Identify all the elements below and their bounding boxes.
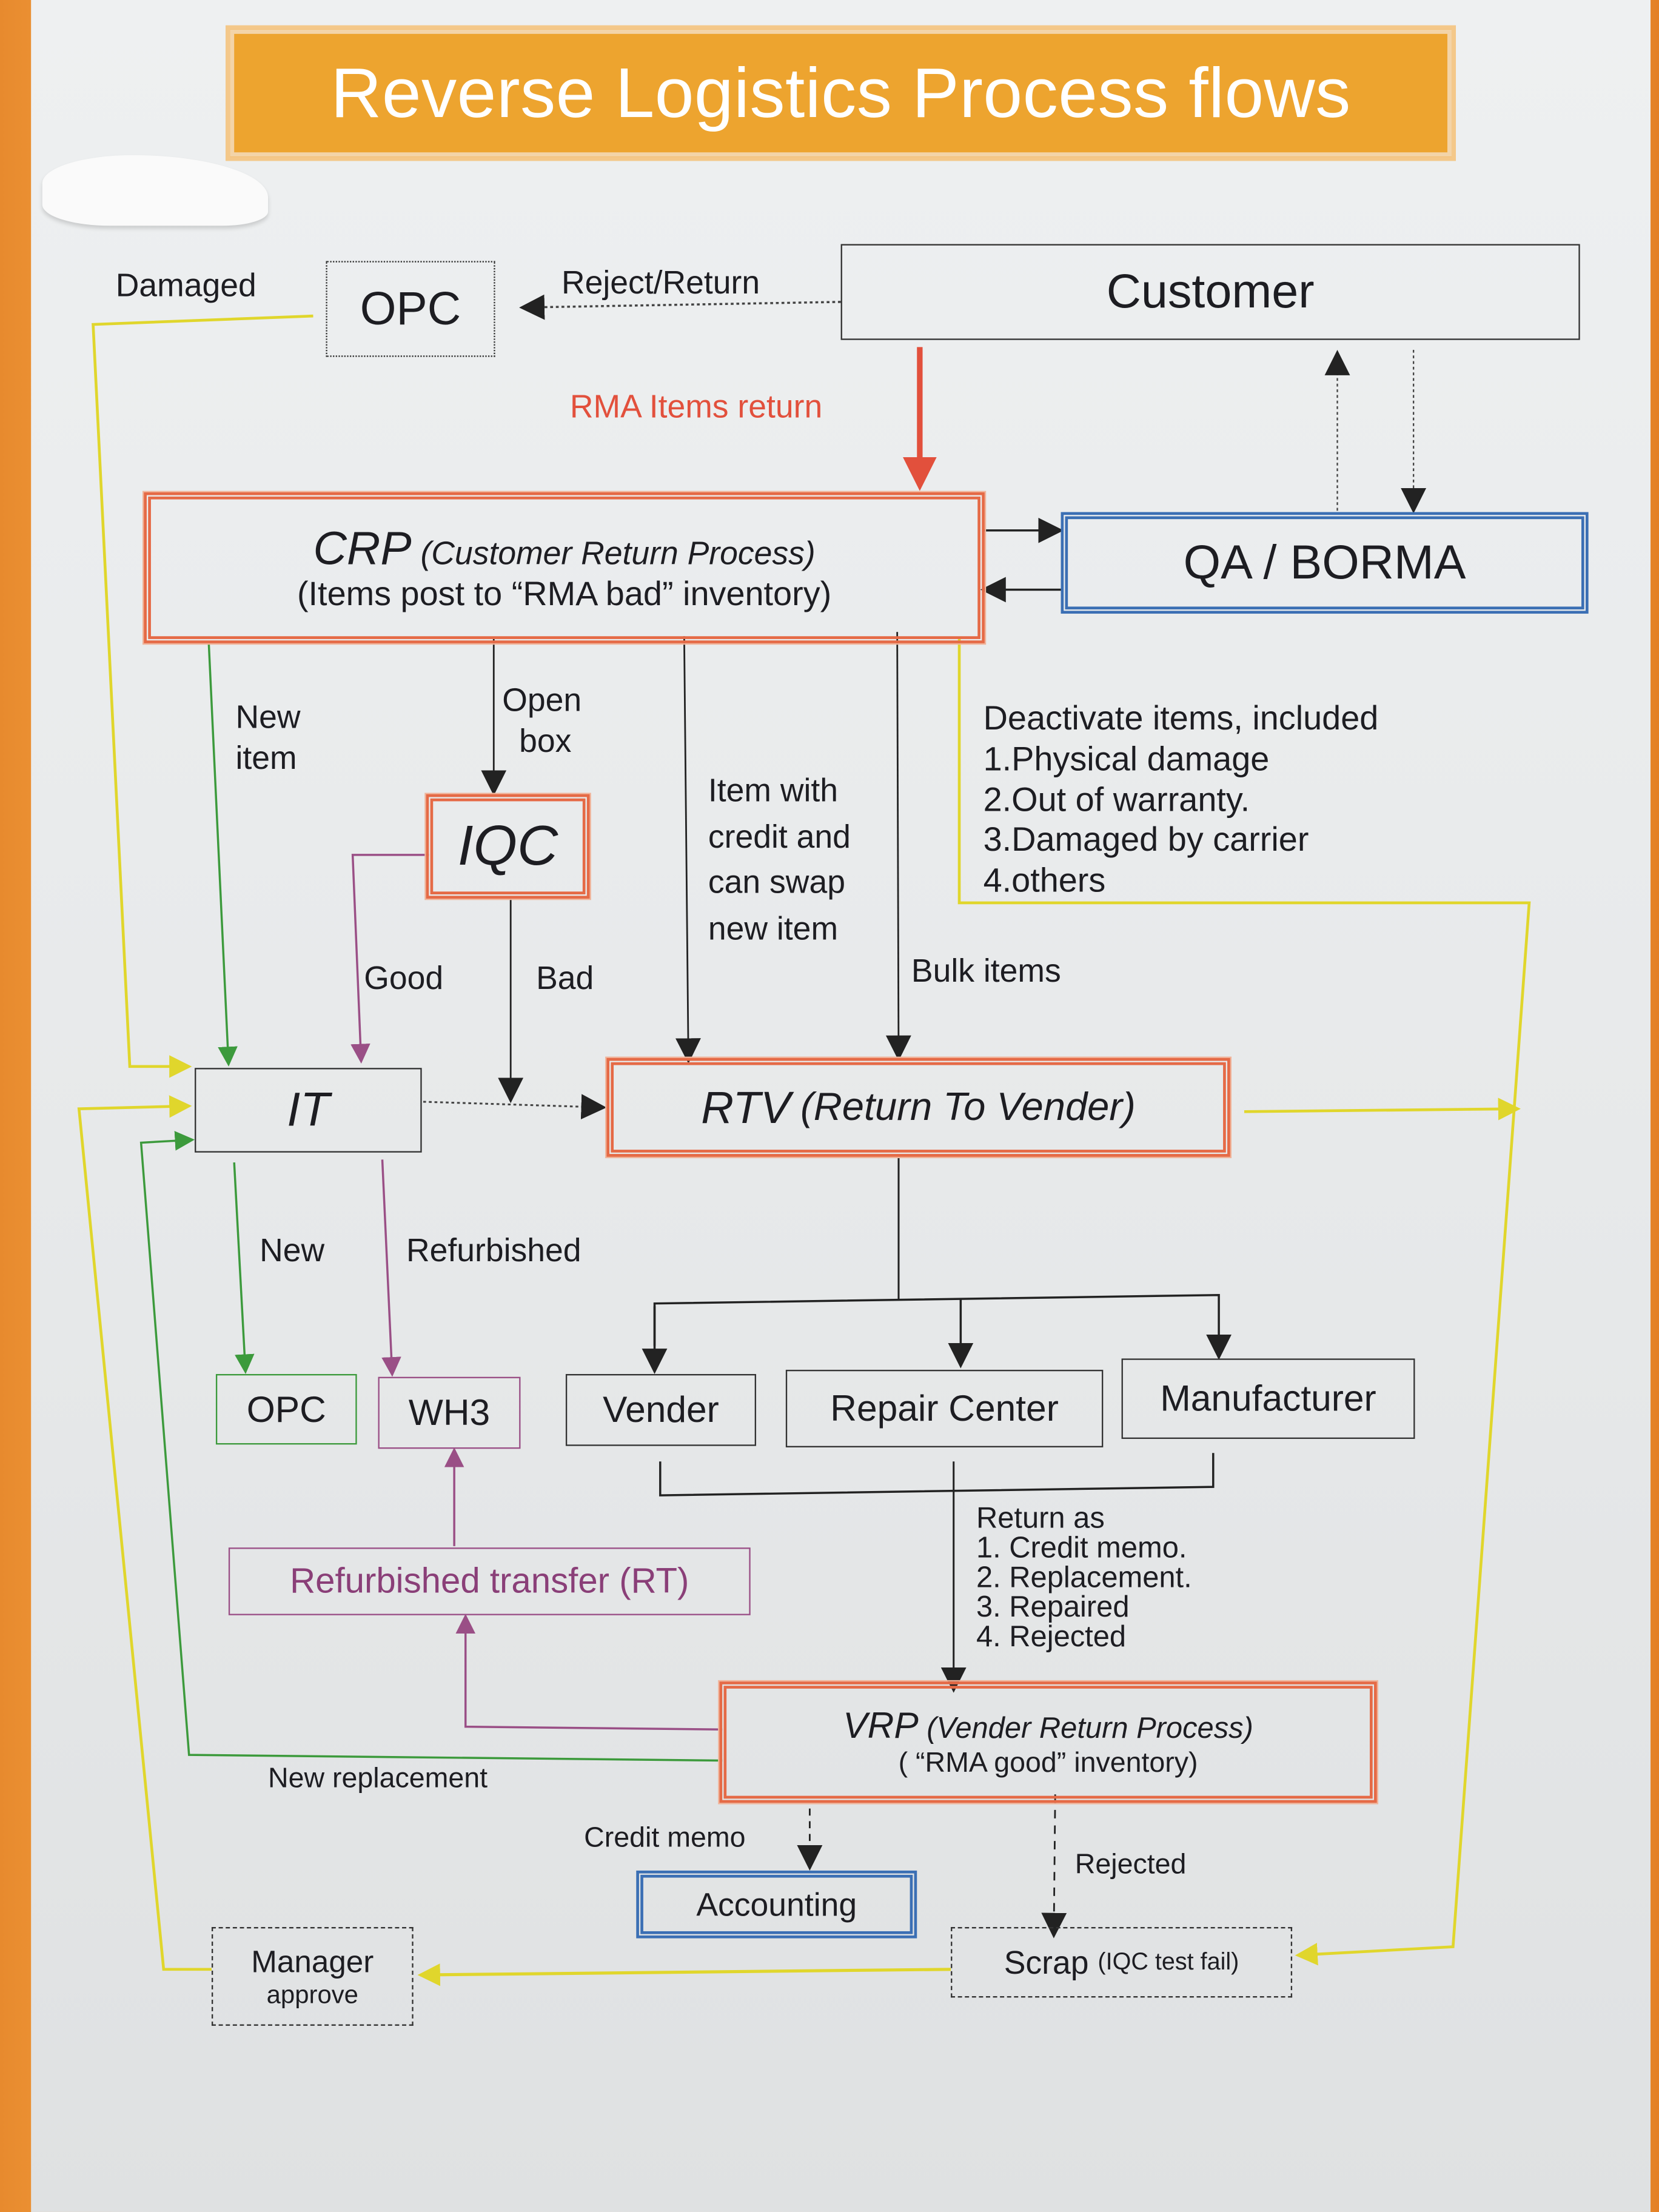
- label-reject-return: Reject/Return: [561, 264, 760, 301]
- label-rma-items-return: RMA Items return: [569, 387, 823, 425]
- node-iqc[interactable]: IQC: [426, 794, 590, 899]
- deactivate-heading: Deactivate items, included: [983, 699, 1379, 738]
- node-manufacturer[interactable]: Manufacturer: [1121, 1358, 1415, 1439]
- edge-rtv-to-deactivate: [1244, 1098, 1521, 1121]
- label-item-credit-line: can swap: [708, 863, 845, 901]
- repair-center-label: Repair Center: [830, 1386, 1059, 1429]
- qa-label: QA / BORMA: [1183, 535, 1466, 589]
- opc-top-label: OPC: [360, 282, 461, 335]
- manufacturer-label: Manufacturer: [1160, 1376, 1376, 1419]
- node-vrp[interactable]: VRP (Vender Return Process) ( “RMA good”…: [719, 1681, 1377, 1803]
- return-as-heading: Return as: [976, 1502, 1105, 1535]
- node-opc-bottom[interactable]: OPC: [215, 1374, 357, 1445]
- vrp-note: ( “RMA good” inventory): [898, 1748, 1198, 1779]
- label-damaged: Damaged: [115, 266, 256, 304]
- crp-title-line: CRP (Customer Return Process): [313, 521, 815, 575]
- return-as-item: 2. Replacement.: [976, 1561, 1192, 1594]
- label-rejected: Rejected: [1074, 1849, 1187, 1881]
- vender-label: Vender: [603, 1388, 719, 1431]
- refurbished-transfer-label: Refurbished transfer (RT): [290, 1561, 689, 1601]
- edge-damaged-to-it: [92, 314, 313, 1078]
- return-as-item: 3. Repaired: [976, 1591, 1130, 1624]
- label-refurbished: Refurbished: [406, 1232, 581, 1269]
- paper-poster: [31, 0, 1651, 2212]
- node-manager-approve[interactable]: Manager approve: [211, 1926, 414, 2026]
- node-accounting[interactable]: Accounting: [636, 1870, 917, 1939]
- wh3-label: WH3: [408, 1390, 491, 1433]
- node-it[interactable]: IT: [195, 1068, 422, 1153]
- node-qa-borma[interactable]: QA / BORMA: [1061, 512, 1589, 614]
- vrp-title-line: VRP (Vender Return Process): [843, 1704, 1253, 1748]
- edge-crp-bulk-items: [885, 632, 911, 1061]
- manager-approve-label: approve: [266, 1980, 359, 2008]
- rtv-acronym: RTV: [701, 1081, 791, 1133]
- label-bad: Bad: [536, 959, 594, 996]
- return-as-note: Return as 1. Credit memo. 2. Replacement…: [976, 1504, 1192, 1652]
- node-vender[interactable]: Vender: [565, 1374, 757, 1446]
- deactivate-note: Deactivate items, included 1.Physical da…: [984, 700, 1379, 903]
- edge-vrp-rejected: [1041, 1794, 1067, 1939]
- deactivate-item: 2.Out of warranty.: [983, 780, 1250, 819]
- crp-name: (Customer Return Process): [420, 534, 816, 571]
- scrap-note: (IQC test fail): [1098, 1948, 1239, 1976]
- label-item-credit-line: new item: [708, 910, 839, 947]
- edge-vrp-to-rt: [455, 1614, 723, 1731]
- title-banner: Reverse Logistics Process flows: [226, 25, 1456, 161]
- scrap-label: Scrap: [1004, 1943, 1089, 1980]
- diagram-title: Reverse Logistics Process flows: [330, 53, 1351, 133]
- deactivate-item: 3.Damaged by carrier: [983, 821, 1309, 860]
- edge-crp-new-item: [207, 643, 238, 1067]
- label-new-replacement: New replacement: [268, 1763, 488, 1795]
- vrp-acronym: VRP: [843, 1704, 919, 1747]
- iqc-label: IQC: [457, 814, 558, 877]
- customer-label: Customer: [1106, 264, 1315, 318]
- return-as-item: 4. Rejected: [976, 1621, 1127, 1654]
- vrp-name: (Vender Return Process): [927, 1712, 1253, 1745]
- label-good: Good: [364, 959, 444, 996]
- edge-it-new: [233, 1162, 255, 1375]
- label-item-credit-line: Item with: [708, 771, 839, 809]
- node-scrap[interactable]: Scrap (IQC test fail): [951, 1926, 1293, 1998]
- crp-note: (Items post to “RMA bad” inventory): [297, 575, 832, 613]
- manager-label: Manager: [251, 1943, 374, 1979]
- crp-acronym: CRP: [313, 521, 412, 574]
- edge-new-replacement: [139, 1131, 723, 1762]
- edge-scrap-to-manager: [417, 1963, 951, 1986]
- label-new: New: [260, 1232, 325, 1269]
- edge-crp-deactivate: [957, 637, 1531, 1966]
- label-credit-memo: Credit memo: [584, 1822, 746, 1854]
- node-rtv[interactable]: RTV (Return To Vender): [606, 1057, 1230, 1157]
- edge-it-refurbished: [381, 1159, 401, 1377]
- node-customer[interactable]: Customer: [840, 244, 1580, 340]
- node-refurbished-transfer[interactable]: Refurbished transfer (RT): [228, 1547, 751, 1615]
- label-open-box-line: box: [519, 722, 572, 759]
- edge-customer-to-opc: [519, 294, 841, 320]
- edge-manager-to-it: [77, 1095, 212, 1971]
- node-opc-top[interactable]: OPC: [326, 261, 495, 357]
- edge-merge-to-vrp: [659, 1453, 1215, 1496]
- edge-it-to-rtv: [423, 1094, 607, 1120]
- node-crp[interactable]: CRP (Customer Return Process) (Items pos…: [144, 492, 985, 643]
- deactivate-item: 4.others: [983, 862, 1106, 900]
- label-new-item-line: New: [235, 698, 301, 736]
- opc-bottom-label: OPC: [246, 1387, 326, 1430]
- label-item-credit-line: credit and: [708, 817, 851, 855]
- edge-rtv-branch: [653, 1293, 1232, 1360]
- it-label: IT: [287, 1082, 330, 1136]
- label-open-box-line: Open: [502, 681, 582, 719]
- node-wh3[interactable]: WH3: [378, 1376, 521, 1449]
- edge-crp-credit-swap: [675, 636, 701, 1064]
- label-new-item-line: item: [235, 739, 297, 776]
- accounting-label: Accounting: [696, 1885, 857, 1922]
- label-bulk-items: Bulk items: [911, 952, 1061, 989]
- label-item-with-credit: Item with credit and can swap new item: [708, 768, 851, 952]
- deactivate-item: 1.Physical damage: [983, 740, 1270, 779]
- rtv-name: (Return To Vender): [800, 1085, 1136, 1129]
- node-repair-center[interactable]: Repair Center: [785, 1370, 1104, 1447]
- edge-iqc-good: [350, 854, 429, 1064]
- return-as-item: 1. Credit memo.: [976, 1532, 1187, 1565]
